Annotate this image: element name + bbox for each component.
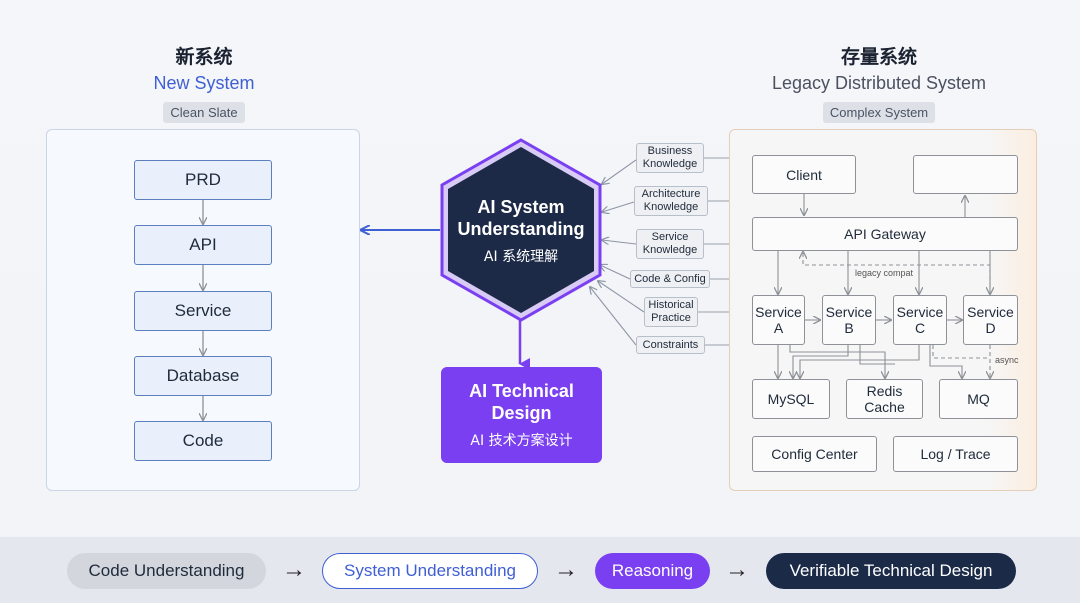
pipeline-step-system-understanding: System Understanding — [322, 553, 538, 589]
knowledge-architecture-l1: Architecture — [641, 188, 701, 200]
flow-code: Code — [134, 421, 272, 461]
service-b-l1: Service — [825, 304, 873, 320]
legacy-log-trace: Log / Trace — [893, 436, 1018, 472]
knowledge-historical-l1: Historical — [648, 299, 694, 311]
service-c-l2: C — [914, 320, 926, 336]
legacy-mq: MQ — [939, 379, 1018, 419]
design-subtitle: AI 技术方案设计 — [470, 433, 573, 449]
legacy-compat-label: legacy compat — [855, 268, 914, 278]
knowledge-historical-l2: Practice — [651, 312, 691, 324]
service-d-l2: D — [985, 320, 996, 336]
knowledge-constraints-l1: Constraints — [642, 338, 699, 351]
flow-database: Database — [134, 356, 272, 396]
left-tag: Clean Slate — [163, 102, 245, 123]
pipeline-step-verifiable-design: Verifiable Technical Design — [766, 553, 1016, 589]
right-title-zh: 存量系统 — [840, 46, 917, 68]
redis-l2: Cache — [864, 399, 905, 415]
legacy-config-center: Config Center — [752, 436, 877, 472]
pipeline-arrow-1: → — [282, 556, 306, 583]
pipeline-step-code-understanding: Code Understanding — [67, 553, 266, 589]
service-a-l1: Service — [755, 304, 802, 320]
left-header: 新系统 New System Clean Slate — [104, 42, 304, 123]
design-title-line1: AI Technical — [469, 381, 574, 401]
legacy-api-gateway: API Gateway — [752, 217, 1018, 251]
hexagon-label: AI System Understanding AI 系统理解 — [446, 196, 596, 266]
knowledge-architecture-l2: Knowledge — [643, 201, 699, 213]
knowledge-business-l1: Business — [647, 145, 693, 157]
knowledge-business-l2: Knowledge — [642, 158, 698, 170]
flow-api: API — [134, 225, 272, 265]
async-label: async — [995, 355, 1019, 365]
knowledge-code-config: Code & Config — [630, 270, 710, 288]
service-c-l1: Service — [896, 304, 944, 320]
flow-service: Service — [134, 291, 272, 331]
legacy-top-right-box — [913, 155, 1018, 194]
redis-l1: Redis — [866, 383, 903, 399]
right-title-en: Legacy Distributed System — [771, 73, 987, 93]
pipeline-arrow-2: → — [554, 556, 578, 583]
right-header: 存量系统 Legacy Distributed System Complex S… — [749, 42, 1009, 123]
service-b-l2: B — [844, 320, 854, 336]
ai-technical-design-box: AI Technical Design AI 技术方案设计 — [441, 367, 602, 463]
hex-subtitle: AI 系统理解 — [483, 249, 559, 265]
ai-understanding-hexagon — [440, 138, 602, 322]
service-a-l2: A — [773, 320, 784, 336]
legacy-client: Client — [752, 155, 856, 194]
knowledge-constraints: Constraints — [636, 336, 705, 354]
left-title-en: New System — [153, 73, 255, 93]
knowledge-code-config-l1: Code & Config — [634, 272, 706, 285]
hex-title-line1: AI System — [477, 197, 565, 217]
service-d-l1: Service — [967, 304, 1014, 320]
design-title-line2: Design — [491, 403, 552, 423]
hex-title-line2: Understanding — [457, 219, 585, 239]
left-title-zh: 新系统 — [175, 46, 233, 68]
right-tag: Complex System — [822, 102, 936, 123]
pipeline-arrow-3: → — [725, 556, 749, 583]
flow-prd: PRD — [134, 160, 272, 200]
knowledge-service-l2: Knowledge — [642, 244, 698, 256]
pipeline-step-reasoning: Reasoning — [595, 553, 710, 589]
knowledge-service-l1: Service — [651, 231, 689, 243]
legacy-mysql: MySQL — [752, 379, 830, 419]
